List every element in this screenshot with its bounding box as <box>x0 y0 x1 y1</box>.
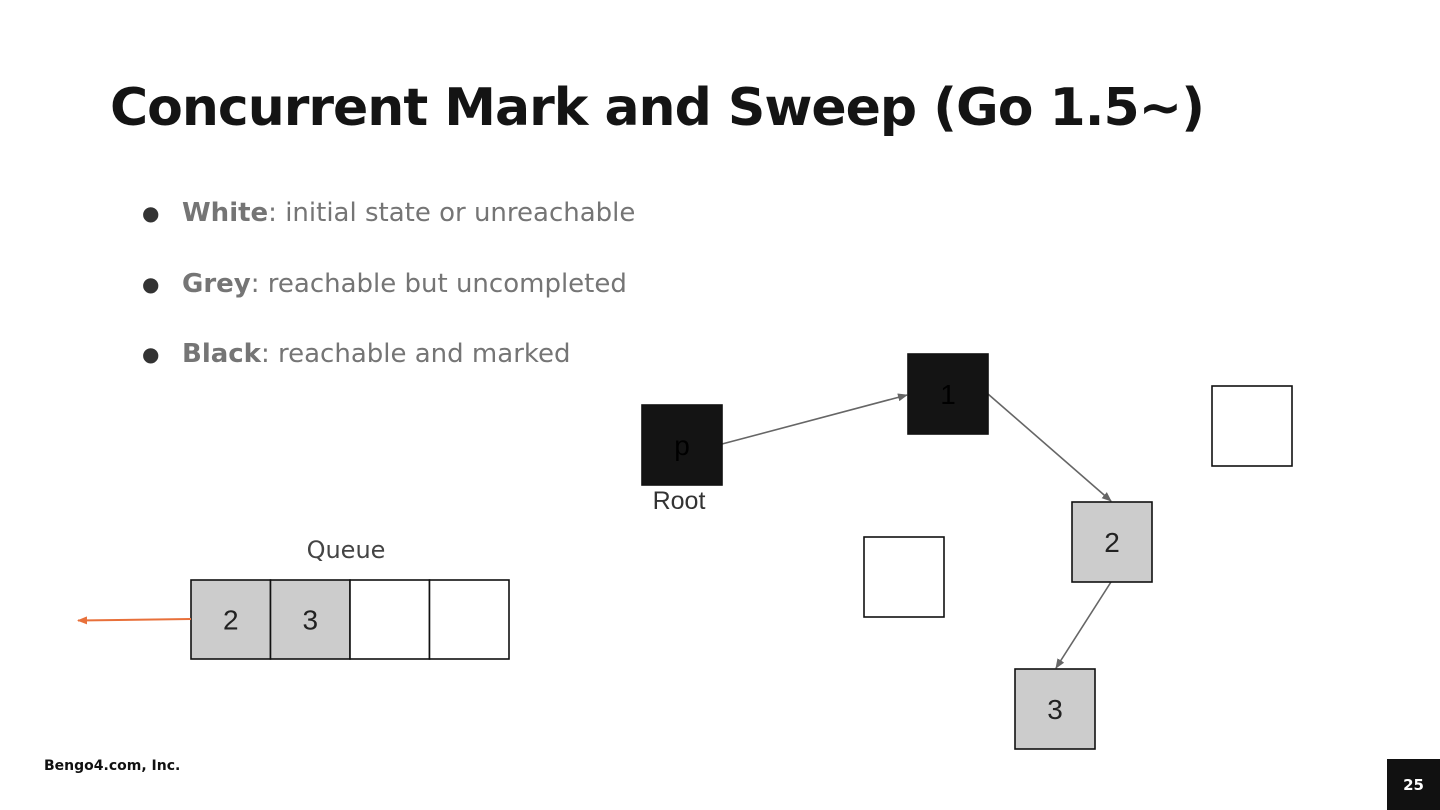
node-w1 <box>1211 385 1293 467</box>
root-label: Root <box>653 487 706 515</box>
queue-cell-box <box>269 579 351 660</box>
slide-title: Concurrent Mark and Sweep (Go 1.5~) <box>110 78 1205 138</box>
queue-cell: 3 <box>269 579 351 660</box>
bullet-desc: : reachable but uncompleted <box>250 268 627 299</box>
node-label: 1 <box>940 379 956 410</box>
node-box <box>907 353 989 435</box>
queue-label: Queue <box>307 536 386 564</box>
bullet-term: White <box>182 198 269 228</box>
node-label: p <box>674 430 690 461</box>
company-name: Bengo4.com, Inc. <box>44 758 181 774</box>
bullet-dot-icon: ● <box>142 342 160 366</box>
node-box <box>1014 668 1096 750</box>
node-n3: 3 <box>1014 668 1096 750</box>
color-legend-list: ● White: initial state or unreachable ● … <box>142 193 635 405</box>
bullet-grey: ● Grey: reachable but uncompleted <box>142 264 635 335</box>
bullet-desc: : reachable and marked <box>260 339 571 369</box>
bullet-term: Black <box>182 339 261 369</box>
queue-cell: 2 <box>190 579 272 660</box>
bullet-term: Grey <box>182 268 251 299</box>
bullet-dot-icon: ● <box>142 271 160 296</box>
queue-cell <box>428 579 510 660</box>
queue-cell-label: 3 <box>302 605 318 636</box>
node-box <box>641 404 723 486</box>
node-box <box>1071 501 1153 583</box>
node-w2 <box>863 536 945 618</box>
bullet-black: ● Black: reachable and marked <box>142 334 635 405</box>
node-box <box>1211 385 1293 467</box>
node-p: p <box>641 404 723 486</box>
node-label: 3 <box>1047 694 1063 725</box>
node-n2: 2 <box>1071 501 1153 583</box>
edge-n2-to-n3 <box>1055 581 1112 669</box>
queue-cell-box <box>428 579 510 660</box>
edges-layer <box>721 393 1112 669</box>
queue-cell <box>349 579 431 660</box>
node-n1: 1 <box>907 353 989 435</box>
edge-n1-to-n2 <box>987 393 1112 502</box>
queue-cell-label: 2 <box>223 605 239 636</box>
node-label: 2 <box>1104 527 1120 558</box>
bullet-white: ● White: initial state or unreachable <box>142 193 635 264</box>
page-number: 25 <box>1387 759 1440 810</box>
node-box <box>863 536 945 618</box>
queue-cell-box <box>349 579 431 660</box>
dequeue-arrow <box>77 616 192 625</box>
edge-p-to-n1 <box>721 393 908 445</box>
bullet-desc: : initial state or unreachable <box>268 198 636 228</box>
nodes-layer: p 1 2 3 <box>641 353 1293 750</box>
bullet-dot-icon: ● <box>142 201 160 225</box>
